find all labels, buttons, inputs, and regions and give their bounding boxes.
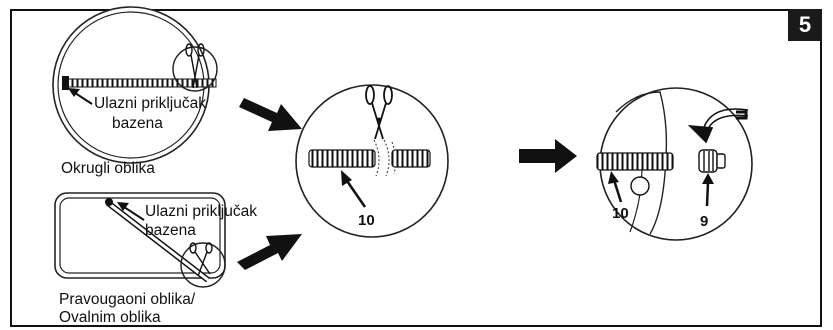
- round-pool-cut-zone: [172, 46, 218, 92]
- connect-detail-outlet-ring: [630, 176, 650, 196]
- round-pool-inlet-pointer: [68, 88, 93, 105]
- scissors-icon: [365, 85, 393, 140]
- round-pool-inlet-label-line2: bazena: [112, 115, 163, 132]
- cut-detail-hose-callout-number: 10: [358, 212, 375, 229]
- round-pool-shape-caption: Okrugli oblika: [61, 160, 155, 177]
- rect-pool-inner-wall: [59, 197, 221, 274]
- cut-detail-hose-callout-arrow: [341, 170, 367, 208]
- cut-detail-hose-right: [391, 149, 431, 168]
- connect-detail-adapter-callout-arrow: [702, 173, 714, 207]
- connect-detail-hose-callout-number: 10: [612, 205, 629, 222]
- rect-pool-illustration: [54, 192, 226, 288]
- rect-pool-inlet-fitting: [105, 198, 113, 206]
- rect-pool-cut-zone: [180, 242, 226, 288]
- cut-detail-illustration: [295, 84, 449, 238]
- connect-detail-hose-callout-arrow: [608, 171, 623, 203]
- step-number-badge: 5: [788, 9, 822, 41]
- cut-detail-hose-left: [308, 149, 376, 168]
- connect-detail-pool-wall: [615, 91, 668, 235]
- rect-pool-inlet-pointer: [117, 202, 145, 221]
- arrow-icon-rect-to-cut: [237, 234, 302, 270]
- round-pool-inlet-fitting: [62, 76, 69, 90]
- connect-detail-pool-liner: [629, 167, 643, 233]
- connect-detail-adapter-callout-number: 9: [700, 213, 709, 230]
- connect-detail-hose: [596, 152, 674, 171]
- arrow-icon-cut-to-connect: [519, 139, 577, 173]
- rect-pool-shape-caption-line1: Pravougaoni oblika/: [59, 291, 196, 308]
- rect-pool-inlet-label-line1: Ulazni priključak: [145, 203, 257, 220]
- diagram-frame: [10, 9, 822, 327]
- rotate-arrow-icon: [687, 108, 749, 144]
- arrow-icon-round-to-cut: [239, 98, 302, 131]
- scissors-icon-small-rect: [189, 242, 213, 277]
- connect-detail-illustration: [596, 87, 753, 241]
- scissors-icon-small-round: [185, 43, 205, 89]
- rect-pool-shape-caption-line2: Ovalnim oblika: [59, 309, 161, 326]
- rect-pool-inlet-label-line2: bazena: [145, 222, 196, 239]
- adapter-fitting: [698, 149, 726, 173]
- rect-pool-hose: [106, 200, 210, 283]
- round-pool-inlet-label-line1: Ulazni priključak: [94, 95, 206, 112]
- round-pool-illustration: [52, 6, 218, 164]
